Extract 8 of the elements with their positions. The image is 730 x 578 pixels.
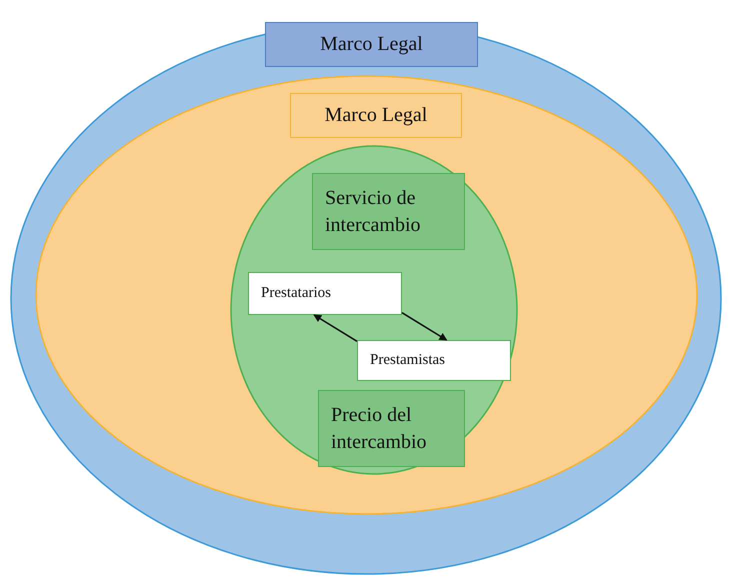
text-box: Prestamistas [357, 340, 511, 381]
label-box: Precio del intercambio [318, 390, 465, 467]
label-box: Servicio de intercambio [312, 173, 465, 250]
label-box: Marco Legal [265, 22, 478, 67]
arrow [402, 312, 448, 341]
arrow [313, 314, 358, 342]
label-box: Marco Legal [290, 93, 462, 138]
text-box: Prestatarios [248, 272, 402, 315]
